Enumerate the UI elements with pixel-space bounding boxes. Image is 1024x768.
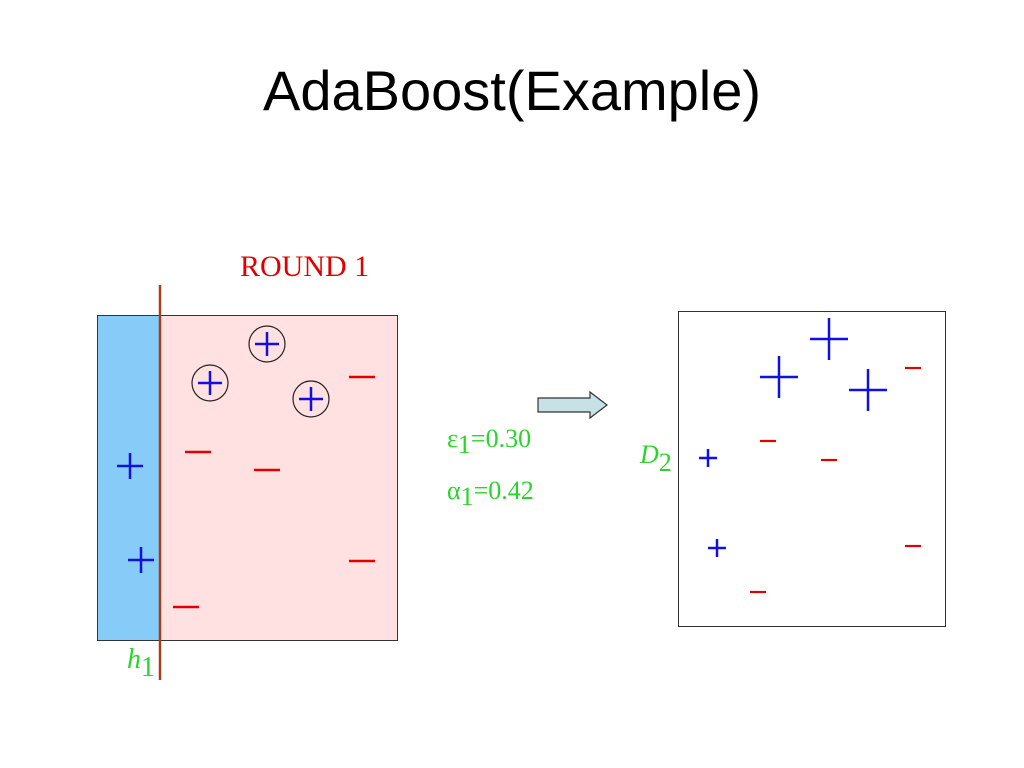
hypothesis-symbol: h xyxy=(127,644,141,675)
misclassified-circle xyxy=(191,364,229,402)
epsilon-subscript: 1 xyxy=(457,430,471,459)
plus-mark xyxy=(128,547,154,573)
hypothesis-label: h1 xyxy=(127,644,155,683)
distribution-symbol: D xyxy=(640,440,659,469)
alpha-number: =0.42 xyxy=(473,476,534,505)
plus-mark xyxy=(198,371,222,395)
epsilon-value: ε1=0.30 xyxy=(447,424,531,460)
plus-mark xyxy=(299,387,323,411)
plus-mark xyxy=(117,453,143,479)
plus-mark xyxy=(255,332,279,356)
round1-panel xyxy=(97,315,398,641)
hypothesis-subscript: 1 xyxy=(141,652,155,683)
epsilon-number: =0.30 xyxy=(470,424,532,453)
distribution-label: D2 xyxy=(640,440,672,477)
alpha-value: α1=0.42 xyxy=(447,476,534,512)
distribution-panel xyxy=(678,311,946,627)
negative-region xyxy=(160,316,397,640)
slide-title: AdaBoost(Example) xyxy=(262,59,761,122)
misclassified-circle xyxy=(292,380,330,418)
left-plus-marks xyxy=(117,332,323,573)
right-minus-marks xyxy=(750,366,921,594)
alpha-subscript: 1 xyxy=(460,482,474,511)
plus-mark-large xyxy=(810,318,848,360)
right-plus-marks xyxy=(699,318,887,557)
round-label: ROUND 1 xyxy=(240,250,370,283)
plus-mark-small xyxy=(708,539,726,557)
epsilon-symbol: ε xyxy=(447,424,458,453)
misclassified-circle xyxy=(248,325,286,363)
arrow-icon xyxy=(537,390,608,420)
plus-mark-large xyxy=(849,369,887,411)
distribution-subscript: 2 xyxy=(658,448,672,477)
plus-mark-small xyxy=(699,449,717,467)
left-minus-marks xyxy=(173,375,375,609)
plus-mark-large xyxy=(760,356,798,398)
alpha-symbol: α xyxy=(447,476,461,505)
